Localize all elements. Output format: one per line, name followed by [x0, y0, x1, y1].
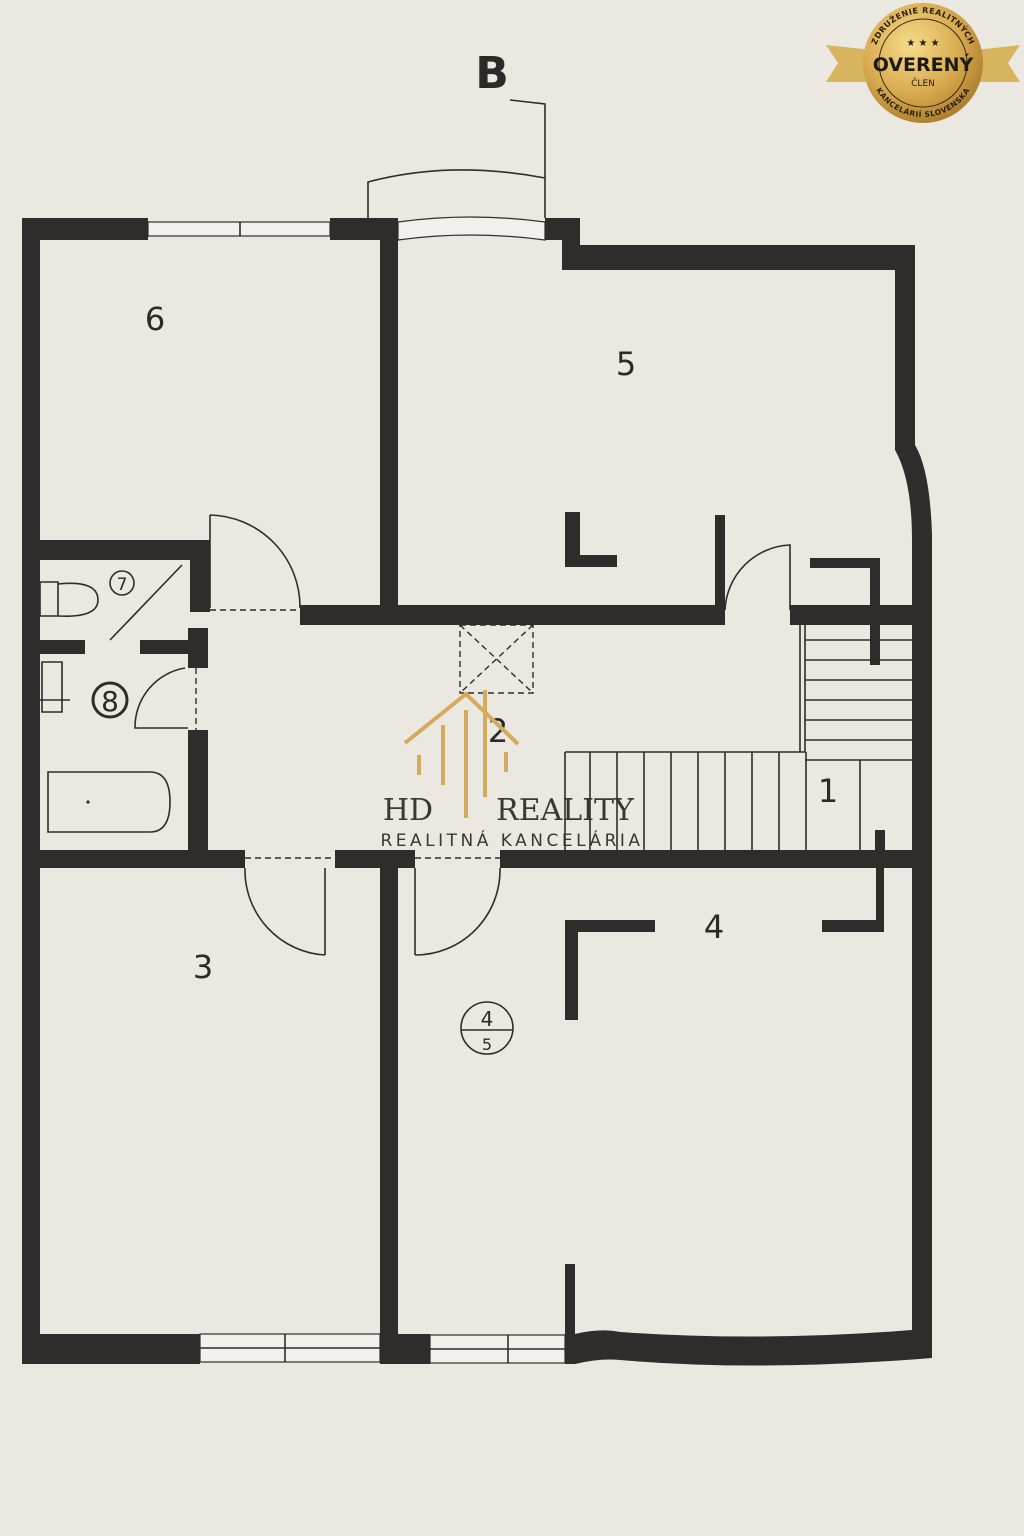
entrance-label: B	[475, 48, 509, 99]
watermark-subtitle: REALITNÁ KANCELÁRIA	[380, 829, 643, 851]
skylight	[459, 624, 534, 694]
doors	[109, 514, 791, 956]
verified-member-badge: ZDRUŽENIE REALITNÝCH ★ ★ ★ OVERENÝ ČLEN …	[826, 3, 1020, 123]
room-label-1: 1	[818, 772, 838, 810]
toilet-icon	[39, 581, 99, 617]
sink-icon	[40, 661, 70, 713]
entrance-door	[397, 216, 546, 241]
windows	[147, 221, 566, 1364]
watermark-brand-right: REALITY	[496, 793, 635, 828]
room-label-7: 7	[117, 575, 128, 595]
hd-reality-watermark: HD REALITY REALITNÁ KANCELÁRIA	[380, 690, 643, 851]
entrance-door-arc	[367, 169, 546, 218]
house-logo-icon	[403, 690, 520, 818]
badge-stars: ★ ★ ★	[906, 38, 939, 49]
room-label-3: 3	[193, 948, 213, 986]
badge-main: OVERENÝ	[873, 52, 974, 76]
bathtub-icon	[47, 771, 171, 833]
room-label-5: 5	[616, 345, 636, 383]
walls	[22, 218, 932, 1366]
section-marker-bottom: 5	[482, 1035, 492, 1054]
room-label-4: 4	[704, 908, 724, 946]
section-marker: 4 5	[460, 1001, 514, 1055]
section-marker-top: 4	[481, 1007, 494, 1031]
fixtures	[39, 581, 171, 833]
room-label-8: 8	[101, 685, 119, 718]
badge-sub: ČLEN	[911, 77, 935, 89]
entrance-arrow	[509, 99, 546, 218]
stairs	[564, 625, 912, 850]
watermark-brand-left: HD	[383, 793, 433, 828]
room-label-6: 6	[145, 300, 165, 338]
